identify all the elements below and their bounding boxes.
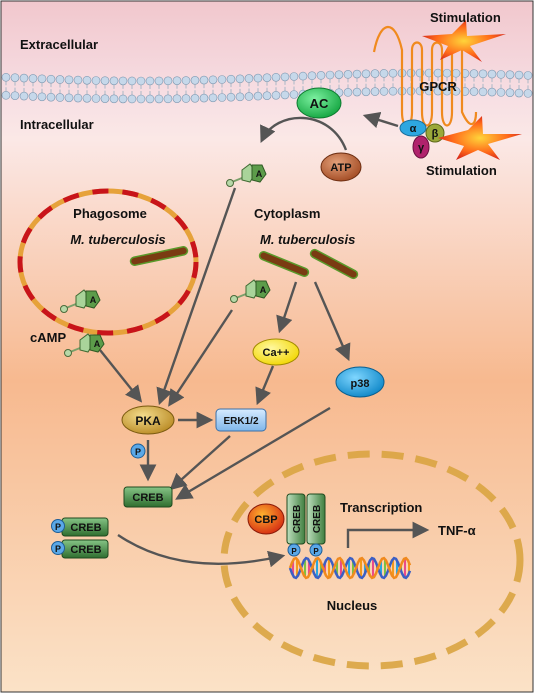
- calcium-ion: [252, 338, 300, 366]
- calcium-label: Ca++: [263, 347, 290, 359]
- arrow-ca-to-erk: [255, 365, 275, 406]
- atp-label: ATP: [330, 162, 351, 174]
- phagosome-bacterium: [129, 246, 189, 266]
- pcreb-2-phospho-label: P: [55, 544, 61, 554]
- arrow-gprotein-to-ac: [362, 111, 399, 129]
- gpcr-label: GPCR: [419, 79, 457, 94]
- cbp-label: CBP: [254, 514, 277, 526]
- nucleus-label: Nucleus: [327, 598, 378, 613]
- arrow-erk-to-creb: [169, 435, 231, 491]
- arrow-cytoplasm-camp-to-pka: [168, 309, 234, 407]
- g-beta-subunit: [425, 123, 445, 143]
- g-gamma-subunit: [412, 135, 430, 159]
- creb-protein: [123, 486, 173, 508]
- stimulation-star-bottom: Stimulation: [426, 116, 522, 178]
- nuclear-creb-2-phospho-label: P: [313, 547, 319, 556]
- camp-ring-label: A: [94, 339, 101, 349]
- arrow-pcreb-to-nucleus: [117, 534, 286, 568]
- g-gamma-label: γ: [418, 142, 425, 154]
- phagosome: Phagosome M. tuberculosis: [17, 188, 199, 336]
- ac-enzyme: [296, 87, 342, 119]
- phagosome-label: Phagosome: [73, 206, 147, 221]
- transcription-label: Transcription: [340, 500, 422, 515]
- nuclear-creb-2-phospho: [309, 543, 323, 557]
- phagosome-membrane-dashes: [17, 188, 199, 336]
- g-alpha-label: α: [410, 123, 417, 135]
- arrow-transcription-to-tnf: [346, 521, 430, 548]
- stimulation-label-top: Stimulation: [430, 10, 501, 25]
- cbp-protein: [247, 503, 285, 535]
- g-alpha-subunit: [399, 119, 427, 137]
- camp-ring-label: A: [90, 295, 97, 305]
- intracellular-label: Intracellular: [20, 117, 94, 132]
- pathway-arrows: [99, 111, 430, 568]
- p38-kinase: [335, 366, 385, 398]
- tnf-alpha-label: TNF-α: [438, 523, 476, 538]
- pka-label: PKA: [135, 414, 161, 428]
- cytoplasm-mtb-label: M. tuberculosis: [260, 232, 355, 247]
- camp-label: cAMP: [30, 330, 66, 345]
- phospho-pka-label: P: [135, 447, 141, 457]
- phagosome-mtb-label: M. tuberculosis: [70, 232, 165, 247]
- nuclear-creb-1-phospho-label: P: [291, 547, 297, 556]
- pcreb-1-phospho-label: P: [55, 522, 61, 532]
- pcreb-2-label: CREB: [70, 544, 101, 556]
- erk-kinase: [215, 408, 267, 432]
- nuclear-creb-1-label: CREB: [292, 505, 303, 533]
- arrow-mtb-to-p38: [313, 281, 351, 362]
- arrow-mtb-to-ca: [276, 281, 298, 334]
- camp-molecule-top: A: [226, 163, 267, 187]
- camp-ring-label: A: [256, 169, 263, 179]
- creb-label: CREB: [132, 492, 163, 504]
- erk-label: ERK1/2: [223, 416, 258, 427]
- p38-label: p38: [351, 378, 370, 390]
- pka-kinase: [121, 405, 175, 435]
- stimulation-label-bottom: Stimulation: [426, 163, 497, 178]
- stimulation-star-top: Stimulation: [422, 10, 506, 62]
- phospho-pka: [130, 443, 146, 459]
- pcreb-1-label: CREB: [70, 522, 101, 534]
- camp-molecule-lower: A: [64, 333, 105, 357]
- arrow-phagosome-camp-to-pka: [99, 349, 143, 403]
- ac-label: AC: [310, 96, 329, 111]
- pcreb-1-phospho: [51, 519, 65, 533]
- arrow-camp-to-pka: [156, 187, 237, 406]
- cytoplasm-label: Cytoplasm: [254, 206, 320, 221]
- nuclear-creb-2-label: CREB: [312, 505, 323, 533]
- arrow-p38-to-creb: [175, 406, 331, 500]
- g-protein: α β γ: [399, 119, 445, 159]
- atp-molecule: [320, 152, 362, 182]
- extracellular-label: Extracellular: [20, 37, 98, 52]
- nucleus-envelope: [220, 450, 524, 670]
- nuclear-creb-1-phospho: [287, 543, 301, 557]
- arrow-atp-to-camp: [260, 116, 348, 151]
- phospho-creb-dimer: CREB P CREB P: [51, 517, 109, 559]
- pcreb-2-phospho: [51, 541, 65, 555]
- camp-ring-label: A: [260, 285, 267, 295]
- cytoplasm-bacterium-2: [309, 248, 359, 280]
- g-beta-label: β: [432, 128, 439, 140]
- camp-molecule-cytoplasm: A: [230, 279, 271, 303]
- nucleus: Nucleus Transcription TNF-α CBP CREB CRE…: [220, 450, 524, 670]
- cytoplasm-bacterium-1: [258, 251, 310, 277]
- dna-helix: [288, 556, 412, 580]
- camp-molecule-phagosome: A: [60, 289, 101, 313]
